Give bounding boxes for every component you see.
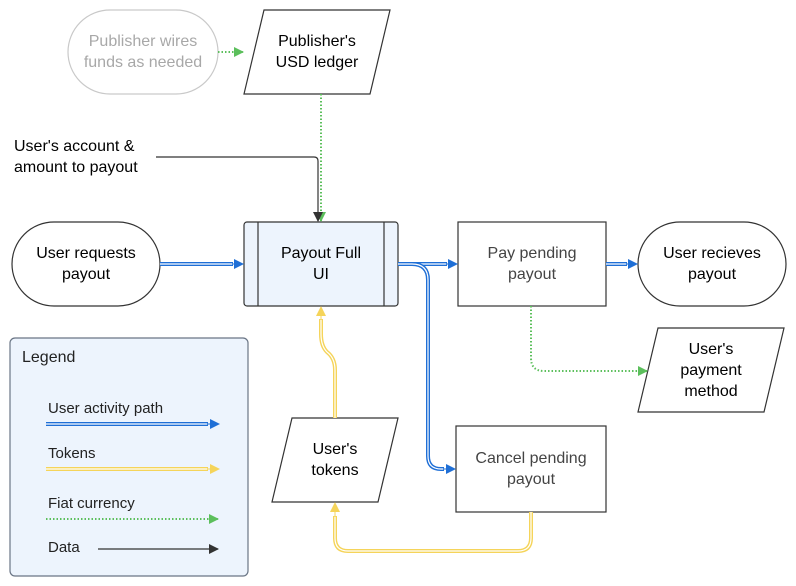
legend-item-activity: User activity path [48,400,164,417]
pay-pending-shape [457,221,607,307]
payment-method-shape [637,327,785,413]
data-account-to-ui [156,156,323,222]
tokens-tokens-to-ui [316,306,337,418]
account-amount-annotation: User's account & amount to payout [14,138,138,176]
activity-ui-to-cancel [398,262,456,474]
tokens-cancel-to-tokens [330,502,533,553]
legend-item-fiat: Fiat currency [48,495,135,512]
user-tokens-shape [271,417,399,503]
fiat-pay-to-method [530,306,648,376]
legend-item-tokens: Tokens [48,445,96,462]
user-receives-shape [637,221,787,307]
legend-item-data: Data [48,539,80,556]
legend-title: Legend [22,349,76,366]
legend-box [9,337,249,577]
usd-ledger-shape [243,9,391,95]
